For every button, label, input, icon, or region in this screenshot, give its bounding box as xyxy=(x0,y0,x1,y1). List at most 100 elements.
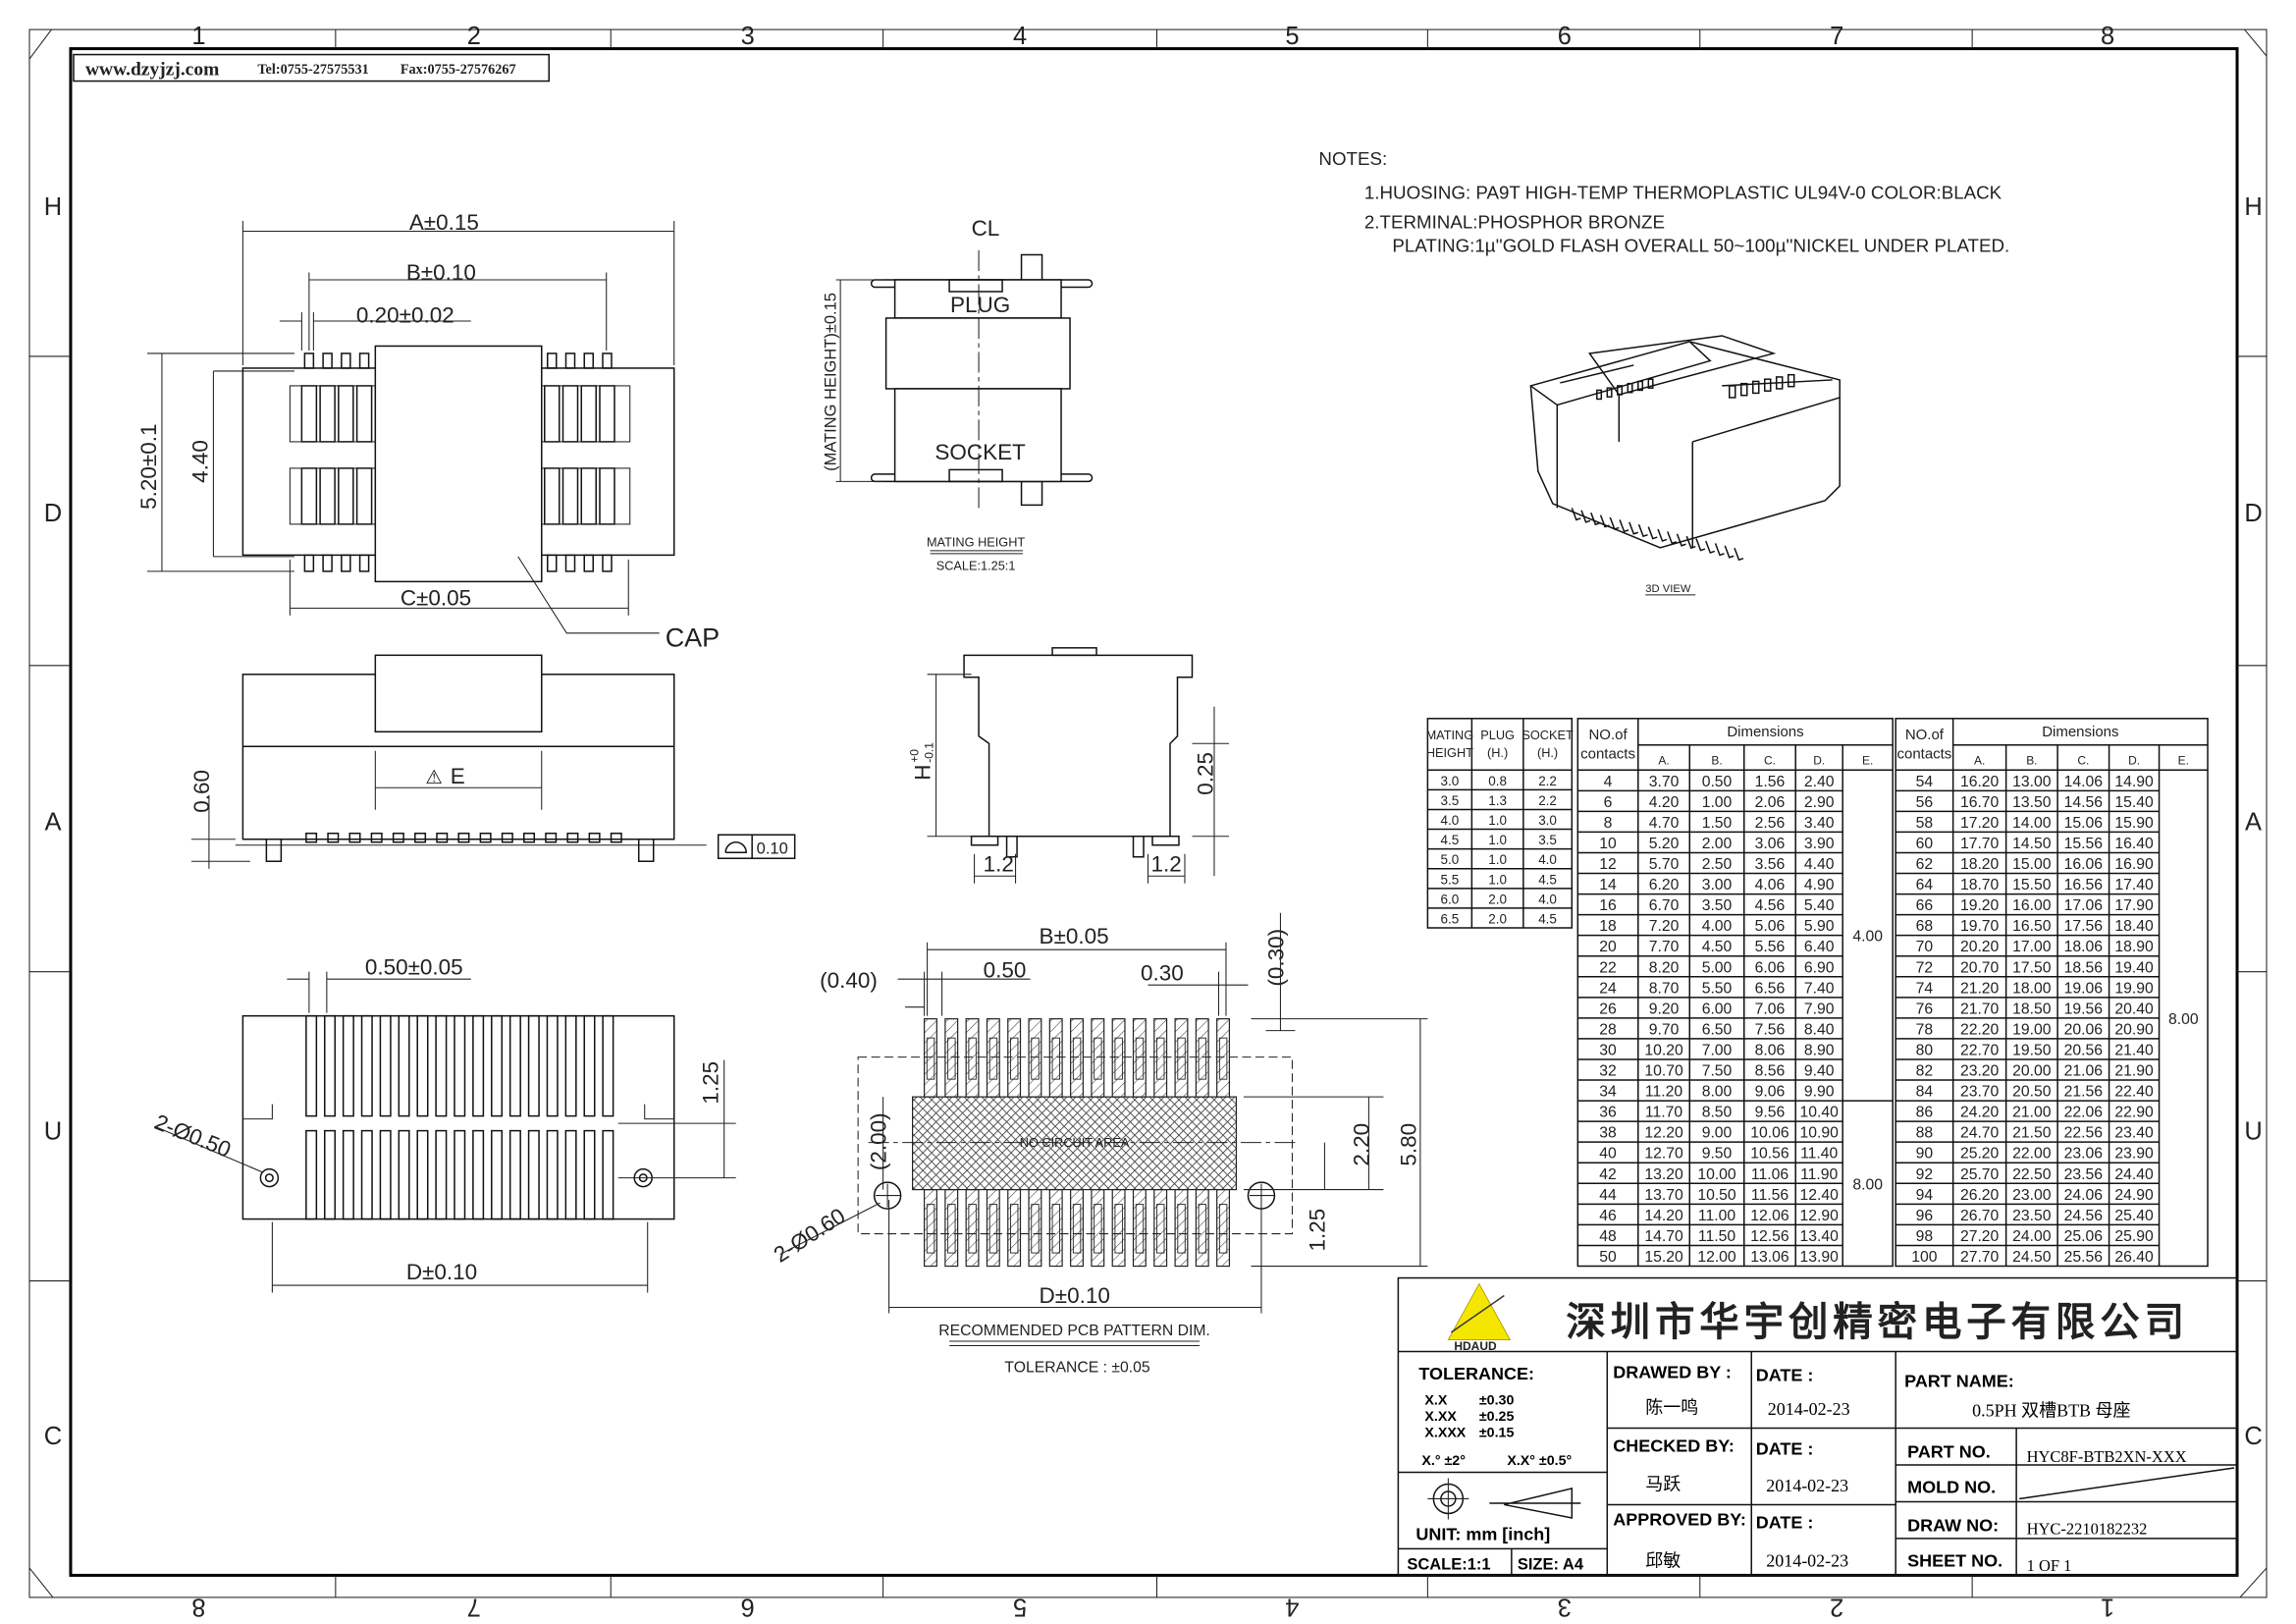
checked-by: 马跃 xyxy=(1645,1474,1681,1493)
table-cell: 18.00 xyxy=(2012,980,2052,997)
table-cell: 2.90 xyxy=(1804,794,1835,811)
table-header: C. xyxy=(1764,753,1776,767)
table-cell: 4.5 xyxy=(1440,833,1459,847)
table-cell: 4.5 xyxy=(1538,912,1557,927)
table-cell: 4.20 xyxy=(1649,794,1680,811)
table-cell: 78 xyxy=(1916,1021,1934,1038)
table-cell: 17.00 xyxy=(2012,939,2052,955)
table-cell: 4.06 xyxy=(1755,877,1786,893)
no-circuit-area xyxy=(912,1096,1238,1191)
table-cell: 18.90 xyxy=(2114,939,2154,955)
table-cell: 10.20 xyxy=(1644,1042,1683,1058)
dim-b: B±0.10 xyxy=(406,260,476,285)
pcb-pad-inner xyxy=(1218,1204,1228,1254)
pcb-pad xyxy=(1216,1018,1231,1098)
table-cell: 11.70 xyxy=(1645,1105,1682,1121)
table-cell: 19.90 xyxy=(2114,980,2154,997)
sheet-no: 1 OF 1 xyxy=(2027,1556,2072,1575)
contact-tail xyxy=(602,554,613,572)
notes: NOTES: 1.HUOSING: PA9T HIGH-TEMP THERMOP… xyxy=(1318,148,2009,255)
table-cell: 98 xyxy=(1916,1228,1934,1245)
fax-text: Fax:0755-27576267 xyxy=(400,62,516,78)
table-cell: 23.40 xyxy=(2114,1125,2154,1142)
contact-window xyxy=(1637,380,1644,392)
tol-xx-value: ±0.25 xyxy=(1479,1409,1515,1425)
table-cell: 15.90 xyxy=(2114,815,2154,832)
table-cell: 64 xyxy=(1916,877,1934,893)
table-cell: 20.50 xyxy=(2012,1084,2052,1101)
pcb-pad-inner xyxy=(988,1037,998,1080)
table-cell: 25.90 xyxy=(2114,1228,2154,1245)
tel-text: Tel:0755-27575531 xyxy=(257,62,368,78)
table-cell: 12.56 xyxy=(1750,1228,1789,1245)
table-cell: 24.20 xyxy=(1960,1105,2000,1121)
contact xyxy=(305,1129,318,1220)
table-cell: 3.06 xyxy=(1755,836,1786,852)
contact xyxy=(527,1129,540,1220)
pcb-pad xyxy=(1048,1018,1063,1098)
contact-foot xyxy=(566,832,579,843)
pcb-pad xyxy=(1111,1188,1126,1268)
website-text: www.dzyjzj.com xyxy=(85,60,219,81)
dim-h: H xyxy=(911,765,935,781)
zone-row-label: D xyxy=(2244,500,2262,527)
table-cell: 12.40 xyxy=(1800,1187,1840,1204)
zone-column-label: 8 xyxy=(2101,23,2114,50)
contact-lead xyxy=(1580,510,1591,523)
table-cell: 24.70 xyxy=(1960,1125,2000,1142)
table-cell: 86 xyxy=(1916,1105,1934,1121)
contact-lead xyxy=(1685,535,1696,550)
pcb-pad xyxy=(1132,1018,1147,1098)
table-cell: 24.40 xyxy=(2114,1166,2154,1183)
table-header: contacts xyxy=(1897,745,1952,762)
table-cell: 1.0 xyxy=(1488,813,1507,828)
contact xyxy=(342,1129,354,1220)
table-header: Dimensions xyxy=(1727,724,1803,740)
table-cell: 22.06 xyxy=(2064,1105,2104,1121)
table-cell: 6.50 xyxy=(1702,1021,1733,1038)
table-cell: 7.06 xyxy=(1755,1001,1786,1017)
contact-tail xyxy=(602,352,613,369)
table-cell: 5.56 xyxy=(1755,939,1786,955)
pcb-pad xyxy=(1195,1188,1209,1268)
table-cell: 20.56 xyxy=(2064,1042,2104,1058)
table-cell: 14.20 xyxy=(1644,1208,1683,1224)
3d-caption: 3D VIEW xyxy=(1645,583,1691,595)
table-cell: 3.0 xyxy=(1440,774,1459,788)
pcb-pad-inner xyxy=(1114,1037,1123,1080)
contact xyxy=(508,1129,521,1220)
table-cell: 9.90 xyxy=(1804,1084,1835,1101)
tolerance-label: TOLERANCE: xyxy=(1418,1364,1534,1383)
table-cell: 5.90 xyxy=(1804,918,1835,935)
table-cell: 84 xyxy=(1916,1084,1934,1101)
pcb-dim-row: 1.25 xyxy=(1305,1209,1329,1252)
dim-row-offset: 1.25 xyxy=(699,1061,723,1105)
table-header: A. xyxy=(1658,753,1669,767)
table-cell: 2.2 xyxy=(1538,774,1557,788)
contact-header: www.dzyjzj.com Tel:0755-27575531 Fax:075… xyxy=(73,53,551,82)
socket-label: SOCKET xyxy=(934,440,1026,464)
table-cell: 3.00 xyxy=(1702,877,1733,893)
contact xyxy=(491,1129,504,1220)
pcb-pad-inner xyxy=(947,1037,956,1080)
contact-lead xyxy=(1619,519,1629,533)
zone-row-label: A xyxy=(44,809,61,837)
pcb-pad-inner xyxy=(1094,1204,1102,1254)
pcb-pad-inner xyxy=(1198,1037,1207,1080)
contact-lead xyxy=(1724,545,1735,559)
tol-xx: X.XX xyxy=(1424,1409,1457,1425)
table-header: C. xyxy=(2077,753,2089,767)
table-cell: 18.40 xyxy=(2114,918,2154,935)
table-cell: 15.06 xyxy=(2064,815,2104,832)
pcb-pad-inner xyxy=(968,1204,977,1254)
approved-date: 2014-02-23 xyxy=(1766,1550,1848,1570)
table-cell: 9.56 xyxy=(1755,1105,1786,1121)
contact-foot xyxy=(392,832,404,843)
table-cell: 4.5 xyxy=(1538,872,1557,887)
side-view: ⚠ E 0.60 0.10 xyxy=(189,654,796,869)
table-cell: 20.70 xyxy=(1960,959,2000,976)
zone-column-label: 2 xyxy=(467,23,481,50)
centerline-label: CL xyxy=(972,216,1000,241)
table-cell: 15.20 xyxy=(1644,1249,1683,1266)
